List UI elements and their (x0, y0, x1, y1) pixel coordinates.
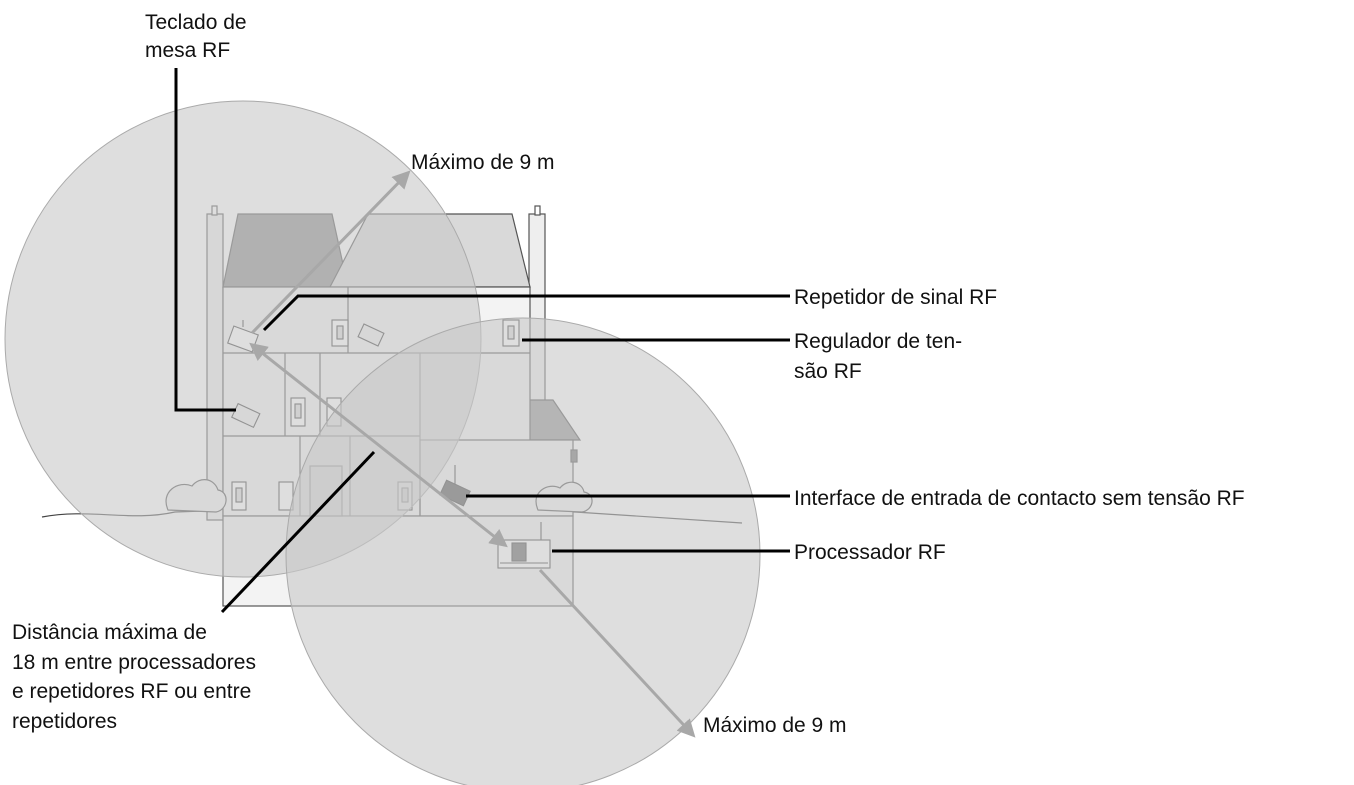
repeater-label: Repetidor de sinal RF (794, 286, 998, 309)
range-arrow-bottom (538, 568, 696, 738)
distance-label-line2: 18 m entre processadores (12, 651, 256, 674)
distance-arrow (249, 342, 508, 548)
processor-label: Processador RF (794, 541, 946, 564)
distance-label-line4: repetidores (12, 710, 118, 733)
range-arrow-top (250, 170, 411, 335)
leader-lines (174, 68, 790, 614)
dimmer-label-line1: Regulador de ten- (794, 330, 963, 353)
dimmer-label-line2: são RF (794, 360, 862, 383)
leader-repeater (262, 294, 790, 332)
contact-interface-label: Interface de entrada de contacto sem ten… (794, 487, 1245, 510)
max-range-bottom-label: Máximo de 9 m (703, 714, 847, 737)
distance-label-line3: e repetidores RF ou entre (12, 680, 252, 703)
leader-desk-keypad (174, 68, 236, 412)
leader-distance (220, 450, 376, 614)
max-range-top-label: Máximo de 9 m (411, 151, 555, 174)
desk-keypad-label-line1: Teclado de (145, 11, 247, 34)
distance-label-line1: Distância máxima de (12, 621, 207, 644)
desk-keypad-label-line2: mesa RF (145, 39, 231, 62)
